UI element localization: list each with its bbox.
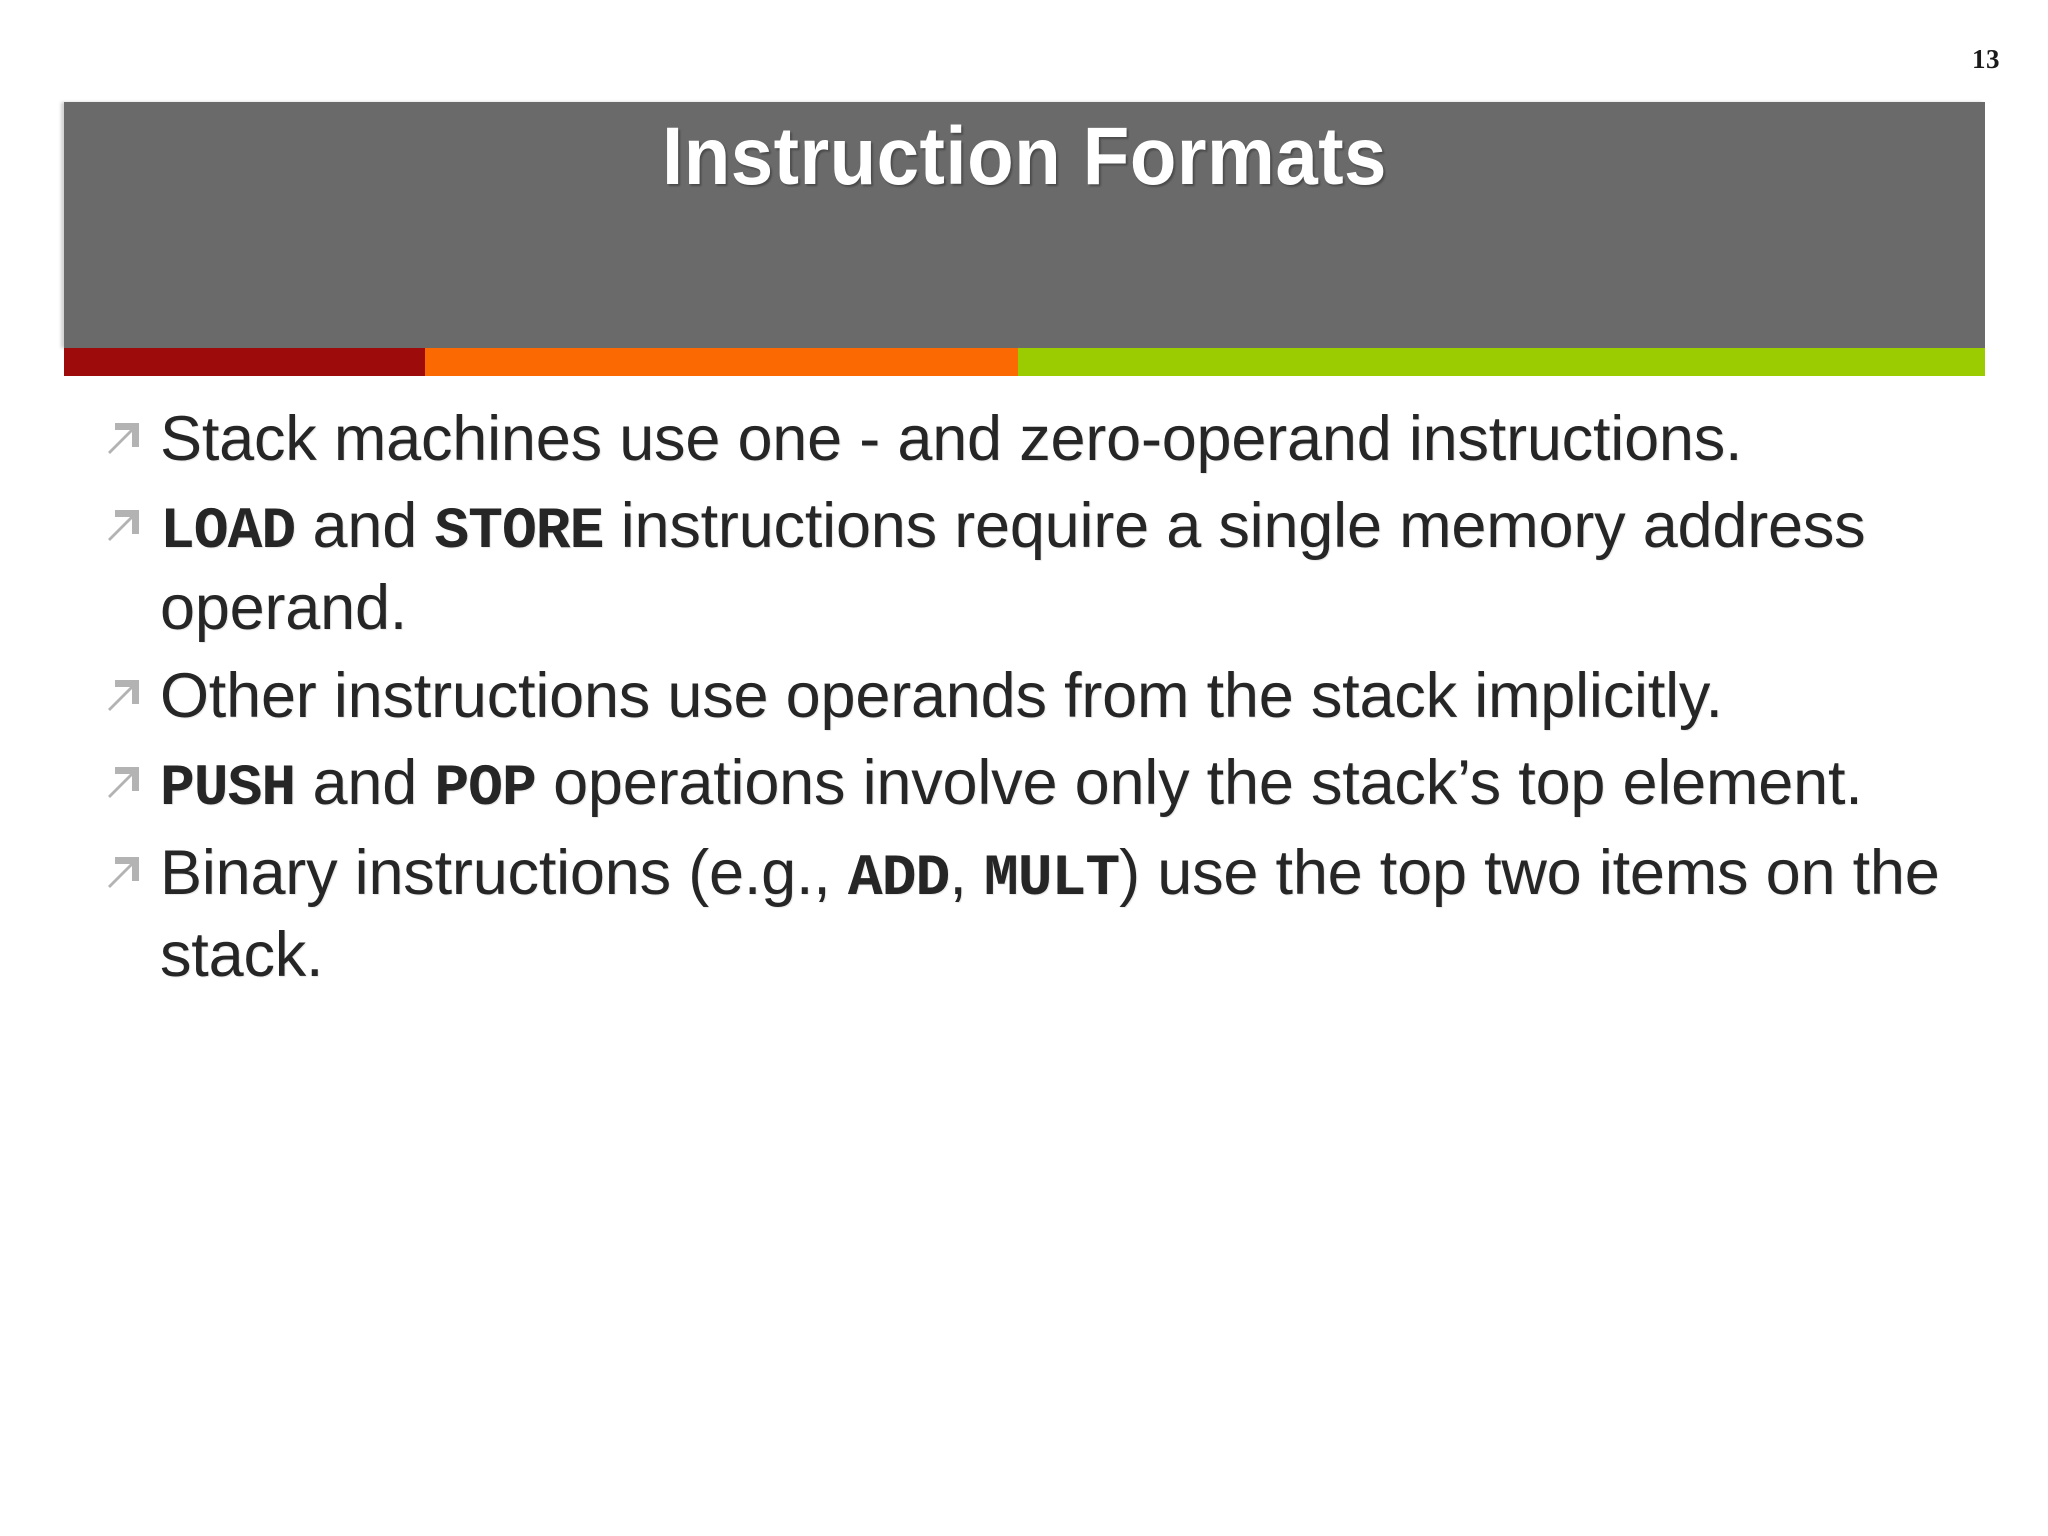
code-token: MULT <box>983 847 1120 913</box>
bullet-text-run: operations involve only the stack’s top … <box>535 748 1863 819</box>
bullet-item: Other instructions use operands from the… <box>96 657 1956 736</box>
bullet-item: PUSH and POP operations involve only the… <box>96 744 1956 826</box>
bullet-text: Binary instructions (e.g., ADD, MULT) us… <box>160 834 1956 995</box>
bullet-text-run: , <box>949 838 984 909</box>
stripe-segment-red <box>64 348 425 376</box>
bullet-text-run: and <box>295 491 435 562</box>
arrow-up-right-icon <box>96 400 160 468</box>
arrow-up-right-icon <box>96 744 160 812</box>
bullet-item: Stack machines use one - and zero-operan… <box>96 400 1956 479</box>
bullet-text-run: Other instructions use operands from the… <box>160 660 1723 731</box>
bullet-item: LOAD and STORE instructions require a si… <box>96 487 1956 648</box>
bullet-text-run: instructions require a single memory add… <box>160 491 1866 644</box>
code-token: STORE <box>434 500 604 566</box>
stripe-segment-green <box>1018 348 1985 376</box>
accent-stripe <box>64 348 1985 376</box>
code-token: ADD <box>847 847 950 913</box>
code-token: PUSH <box>160 757 296 823</box>
page-title: Instruction Formats <box>662 111 1387 202</box>
arrow-up-right-icon <box>96 834 160 902</box>
bullet-text-run: ) use the top two items on the stack. <box>160 838 1940 991</box>
title-banner: Instruction Formats <box>64 102 1985 348</box>
code-token: LOAD <box>160 500 296 566</box>
bullet-text: Stack machines use one - and zero-operan… <box>160 400 1956 479</box>
stripe-segment-orange <box>425 348 1018 376</box>
arrow-up-right-icon <box>96 657 160 725</box>
bullet-text-run: Stack machines use one - and zero-operan… <box>160 404 1743 474</box>
bullet-text-run: and <box>295 748 435 819</box>
bullet-item: Binary instructions (e.g., ADD, MULT) us… <box>96 834 1956 995</box>
bullet-text: LOAD and STORE instructions require a si… <box>160 487 1956 648</box>
bullet-text-run: Binary instructions (e.g., <box>160 838 848 909</box>
bullet-text: PUSH and POP operations involve only the… <box>160 744 1956 826</box>
bullet-text: Other instructions use operands from the… <box>160 657 1956 736</box>
code-token: POP <box>434 757 536 823</box>
slide-number: 13 <box>1972 44 2000 74</box>
bullet-list: Stack machines use one - and zero-operan… <box>96 400 1956 1004</box>
arrow-up-right-icon <box>96 487 160 555</box>
